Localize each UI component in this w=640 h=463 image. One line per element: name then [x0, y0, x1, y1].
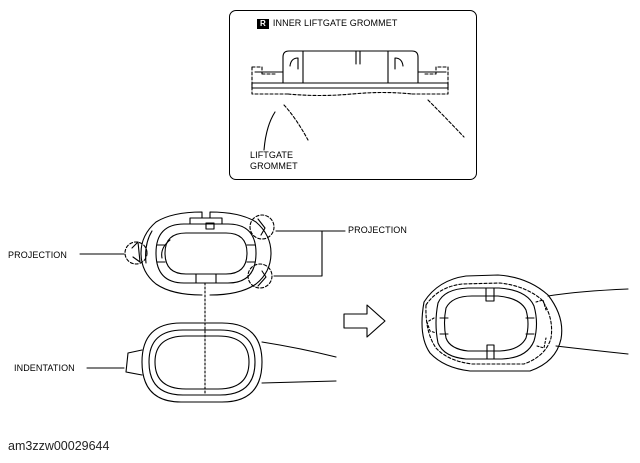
arrow-icon — [343, 304, 386, 338]
grommet-top-view — [79, 211, 346, 396]
inset-frame — [229, 10, 477, 180]
grommet-side-view — [86, 322, 337, 403]
inset-grommet-section — [251, 50, 465, 151]
projection-left-label: PROJECTION — [8, 250, 68, 260]
indentation-label: INDENTATION — [14, 363, 75, 373]
grommet-installed-view — [421, 274, 629, 372]
liftgate-label-line1: LIFTGATE — [250, 150, 294, 160]
inset-title-text: INNER LIFTGATE GROMMET — [272, 18, 398, 28]
liftgate-grommet-label: LIFTGATE GROMMET — [250, 150, 298, 172]
projection-right-label: PROJECTION — [348, 225, 408, 235]
view-badge: R — [257, 19, 269, 29]
figure-code: am3zzw00029644 — [8, 439, 110, 453]
liftgate-label-line2: GROMMET — [250, 161, 298, 171]
